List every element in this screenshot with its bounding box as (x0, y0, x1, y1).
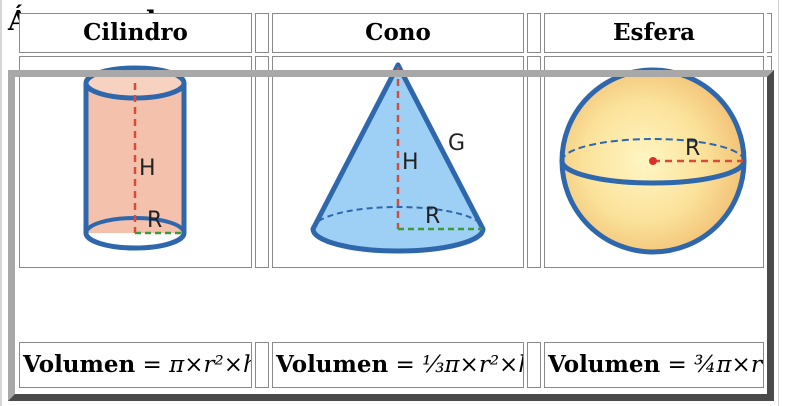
cylinder-height-label: H (139, 156, 156, 181)
left-page-rule (0, 0, 2, 406)
cone-left-side (310, 62, 401, 232)
cone-slant-label: G (448, 131, 465, 156)
cylinder-radius-label: R (147, 208, 162, 233)
spacer-cell (767, 56, 772, 268)
cone-radius-label: R (425, 204, 440, 229)
cone-height-label: H (402, 150, 419, 175)
volume-label: Volumen (548, 351, 661, 378)
volume-label: Volumen (23, 351, 136, 378)
cylinder-figure: H R (83, 65, 187, 251)
spacer-cell (255, 13, 269, 53)
cone-right-side (395, 62, 486, 232)
sphere-volume-formula: ¾π×r³ (694, 352, 764, 378)
cone-figure: H G R (310, 62, 486, 254)
cylinder-base-front (83, 232, 187, 251)
header-esfera: Esfera (544, 13, 764, 53)
spacer-cell (527, 13, 541, 53)
spacer-cell (767, 13, 772, 53)
sphere-equator-back (561, 138, 745, 162)
spacer-cell (527, 342, 541, 388)
cone-base-front (310, 228, 486, 254)
sphere-equator-front (559, 160, 747, 186)
equals-sign: = (142, 352, 162, 378)
cylinder-volume-formula: π×r²×h (169, 352, 252, 378)
cone-base-back (312, 206, 484, 230)
sphere-figure: R (559, 67, 747, 255)
cone-volume: Volumen = ⅓π×r²×h (272, 342, 524, 388)
cylinder-volume: Volumen = π×r²×h (19, 342, 252, 388)
sphere-cell: R (544, 56, 764, 268)
equals-sign: = (667, 352, 687, 378)
sphere-volume: Volumen = ¾π×r³ (544, 342, 764, 388)
sphere-radius-label: R (685, 136, 700, 161)
volume-label: Volumen (276, 351, 389, 378)
cylinder-cell: H R (19, 56, 252, 268)
header-cilindro: Cilindro (19, 13, 252, 53)
cone-cell: H G R (272, 56, 524, 268)
right-page-rule (778, 0, 779, 406)
header-cono: Cono (272, 13, 524, 53)
spacer-cell (767, 342, 772, 388)
spacer-cell (255, 56, 269, 268)
spacer-cell (527, 56, 541, 268)
equals-sign: = (395, 352, 415, 378)
spacer-cell (255, 342, 269, 388)
cone-volume-formula: ⅓π×r²×h (422, 352, 524, 378)
sphere-center-dot (649, 157, 657, 165)
